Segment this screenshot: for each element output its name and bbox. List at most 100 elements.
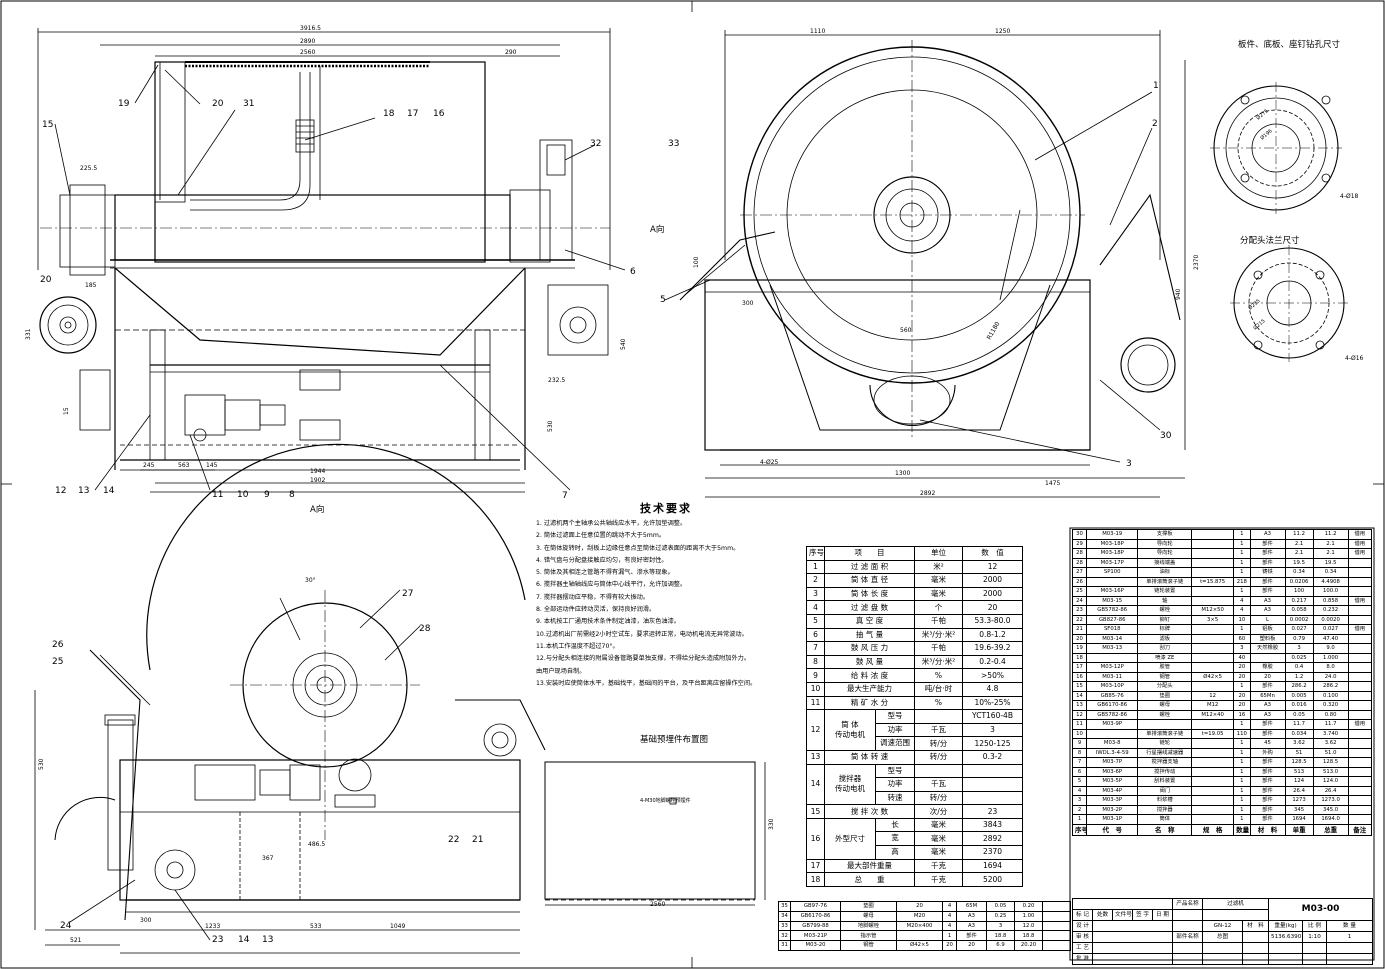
table-cell: M12 [1191, 700, 1235, 711]
table-cell [962, 790, 1023, 806]
table-cell: M03-5P [1086, 776, 1139, 787]
dimension: 486.5 [308, 841, 325, 848]
dimension: 300 [140, 917, 152, 924]
scale-label: 比 例 [1302, 920, 1328, 932]
table-cell: 分配头 [1137, 681, 1193, 692]
table-cell: 0.025 [1284, 652, 1314, 663]
table-cell: 17 [806, 858, 825, 874]
table-cell: 30 [1071, 529, 1088, 540]
table-cell: 搅 拌 次 数 [824, 804, 915, 819]
table-cell: 0.232 [1312, 605, 1349, 616]
table-cell: 行星摆线减速器 [1137, 747, 1193, 758]
group-name: 筒 体 传动电机 [826, 710, 876, 750]
table-cell: t=15.875 [1191, 576, 1235, 587]
table-cell: 1273 [1284, 795, 1314, 806]
table-cell: 筒体 [1137, 814, 1193, 825]
tech-title: 技术要求 [640, 502, 692, 515]
table-cell [1191, 804, 1235, 815]
table-cell: 支撑板 [1137, 529, 1193, 540]
model: GN-12 [1202, 920, 1243, 932]
table-cell: 部件 [1249, 538, 1286, 549]
table-cell: t=19.05 [1191, 728, 1235, 739]
table-cell: 7 [1071, 757, 1088, 768]
table-cell [962, 777, 1023, 792]
tech-item: 6. 搅拌器主轴轴线应与筒体中心线平行，允许加调整。 [536, 581, 687, 589]
table-cell: 2000 [962, 586, 1023, 602]
table-cell: 刮料装置 [1137, 776, 1193, 787]
table-cell: 导向轮 [1137, 548, 1193, 559]
table-cell: 部件 [1249, 719, 1286, 730]
table-cell: 0.217 [1284, 595, 1314, 606]
table-cell: 3 [1233, 643, 1251, 654]
table-cell [914, 709, 963, 724]
table-cell: 筒 体 传动电机型号功率调速范围 [824, 709, 915, 751]
table-cell [1137, 719, 1193, 730]
front-view [37, 28, 626, 493]
drawing-labels: 板件、底板、座钉钻孔尺寸 分配头法兰尺寸 A向 A向 基础预埋件布置图 4-M3… [310, 39, 1341, 804]
table-cell: 材 料 [1249, 823, 1286, 836]
table-cell: 2.1 [1284, 548, 1314, 559]
table-cell: 鼓 风 量 [824, 654, 915, 670]
dimension: 4-Ø25 [760, 459, 779, 466]
table-cell: 部件 [1249, 557, 1286, 568]
dimension: 1944 [310, 468, 325, 475]
table-cell: 借用 [1347, 548, 1373, 559]
table-cell: 25 [1071, 586, 1088, 597]
table-cell: 12 [962, 559, 1023, 575]
table-cell: 料浆槽 [1137, 795, 1193, 806]
table-cell [1191, 795, 1235, 806]
row-approve: 批 准 [1072, 953, 1093, 965]
weight-label: 重量(kg) [1268, 920, 1304, 932]
table-cell: 最大部件重量 [824, 858, 915, 874]
table-cell: 2.1 [1312, 548, 1349, 559]
dimension: 1110 [810, 28, 825, 35]
table-cell: 47.40 [1312, 633, 1349, 644]
table-cell: 单排滚筒滚子链 [1137, 576, 1193, 587]
table-cell: 天然橡胶 [1249, 643, 1286, 654]
table-cell: 备注 [1347, 823, 1373, 836]
table-cell: 1 [1233, 795, 1251, 806]
dimension: 560 [900, 327, 912, 334]
part-number: 23 [212, 935, 223, 945]
table-cell: 21 [1071, 624, 1088, 635]
table-cell: 筒 体 直 径 [824, 573, 915, 588]
table-cell: M03-4P [1086, 785, 1139, 796]
table-cell: 2370 [962, 845, 1023, 860]
table-cell [1191, 662, 1235, 673]
table-cell: 6 [806, 627, 825, 643]
table-cell [1347, 567, 1373, 578]
table-cell: 9.0 [1312, 643, 1349, 654]
table-cell [1347, 757, 1373, 768]
table-cell: 搅拌器 传动电机型号功率转速 [824, 763, 915, 806]
table-cell [1347, 700, 1373, 711]
table-cell: 米³/分·米² [914, 654, 963, 670]
table-cell: Ø42×5 [1191, 671, 1235, 682]
dimension: 331 [25, 328, 32, 340]
table-cell [896, 930, 943, 942]
view-arrow-a-bottom: A向 [310, 504, 324, 515]
table-cell: GB5782-86 [1086, 605, 1139, 616]
sub-item: 型号 [876, 765, 914, 779]
table-cell: 垫圈 [840, 901, 897, 912]
dimension: 540 [620, 338, 627, 350]
dimension: 2892 [920, 490, 935, 497]
dimension: 145 [206, 462, 218, 469]
table-cell: 0.016 [1284, 700, 1314, 711]
dimension: Ø275 [1255, 108, 1270, 122]
col-date: 日 期 [1152, 909, 1173, 921]
table-cell [1086, 576, 1139, 587]
part-number: 14 [238, 935, 250, 945]
bolt-detail-title: 板件、底板、座钉钻孔尺寸 [1238, 39, 1341, 50]
table-cell: 转/分 [914, 749, 963, 765]
table-cell: 4 [1233, 605, 1251, 616]
